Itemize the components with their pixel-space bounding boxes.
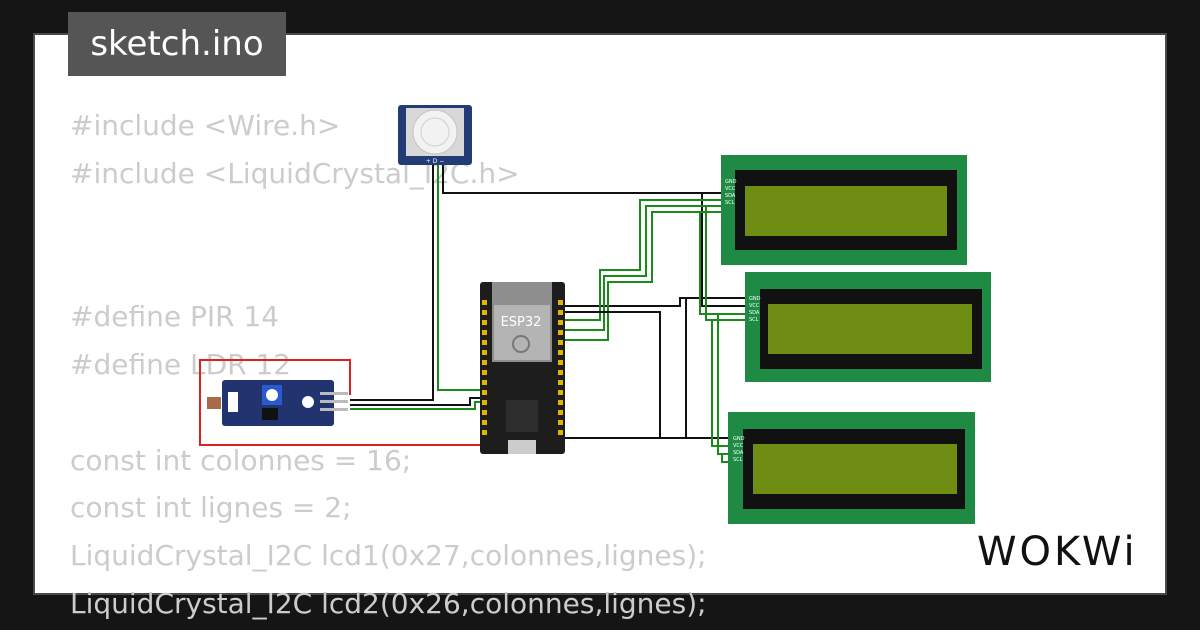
- wokwi-logo: WOKWi: [977, 527, 1147, 577]
- wire-black: [560, 297, 748, 307]
- pir-pin-labels: + D −: [426, 158, 445, 165]
- lcd-display-2[interactable]: GND VCC SDA SCL: [745, 272, 991, 382]
- wire-green: [560, 199, 725, 321]
- code-line: #include <Wire.h>: [70, 109, 341, 142]
- lcd-pin-label: GND: [725, 179, 737, 185]
- lcd-pin-label: SDA: [749, 310, 760, 316]
- wire-black: [442, 165, 725, 194]
- wire-green: [560, 205, 725, 331]
- lcd-pin-label: SCL: [749, 317, 759, 323]
- wire-green: [437, 165, 488, 391]
- code-line: LiquidCrystal_I2C lcd1(0x27,colonnes,lig…: [70, 539, 707, 573]
- esp32-board[interactable]: ESP32: [480, 282, 565, 454]
- lcd-pin-label: GND: [733, 436, 745, 442]
- lcd-pin-label: SCL: [733, 457, 743, 463]
- lcd-pin-label: VCC: [733, 443, 744, 449]
- photoresistor: [207, 397, 221, 409]
- code-preview: #include <Wire.h>#include <LiquidCrystal…: [70, 102, 707, 628]
- wire-black: [350, 165, 434, 401]
- lcd-pin-label: GND: [749, 296, 761, 302]
- wire-green: [717, 314, 732, 455]
- code-line: const int colonnes = 16;: [70, 443, 412, 477]
- ldr-module[interactable]: [207, 380, 348, 426]
- wire-green: [705, 206, 748, 321]
- code-line: #define PIR 14: [70, 300, 280, 334]
- code-line: const int lignes = 2;: [70, 491, 352, 525]
- wire-red: [199, 359, 488, 446]
- wires: [199, 165, 748, 463]
- pir-sensor[interactable]: + D −: [398, 105, 472, 165]
- lcd-display-3[interactable]: GND VCC SDA SCL: [728, 412, 975, 524]
- wire-black: [701, 193, 748, 307]
- filename-tab[interactable]: sketch.ino: [68, 12, 286, 76]
- wire-black: [560, 311, 661, 438]
- wire-black: [350, 397, 488, 406]
- code-line: LiquidCrystal_I2C lcd2(0x26,colonnes,lig…: [70, 586, 707, 620]
- lcd-pin-label: VCC: [725, 186, 736, 192]
- lcd-pin-label: SDA: [733, 450, 744, 456]
- wire-green: [711, 320, 732, 447]
- board-label: ESP32: [501, 315, 542, 330]
- lcd-pin-label: VCC: [749, 303, 760, 309]
- wire-green: [699, 212, 748, 315]
- lcd-pin-label: SDA: [725, 193, 736, 199]
- lcd-pin-label: SCL: [725, 200, 735, 206]
- wire-green: [560, 211, 725, 341]
- lcd-display-1[interactable]: GND VCC SDA SCL: [721, 155, 967, 265]
